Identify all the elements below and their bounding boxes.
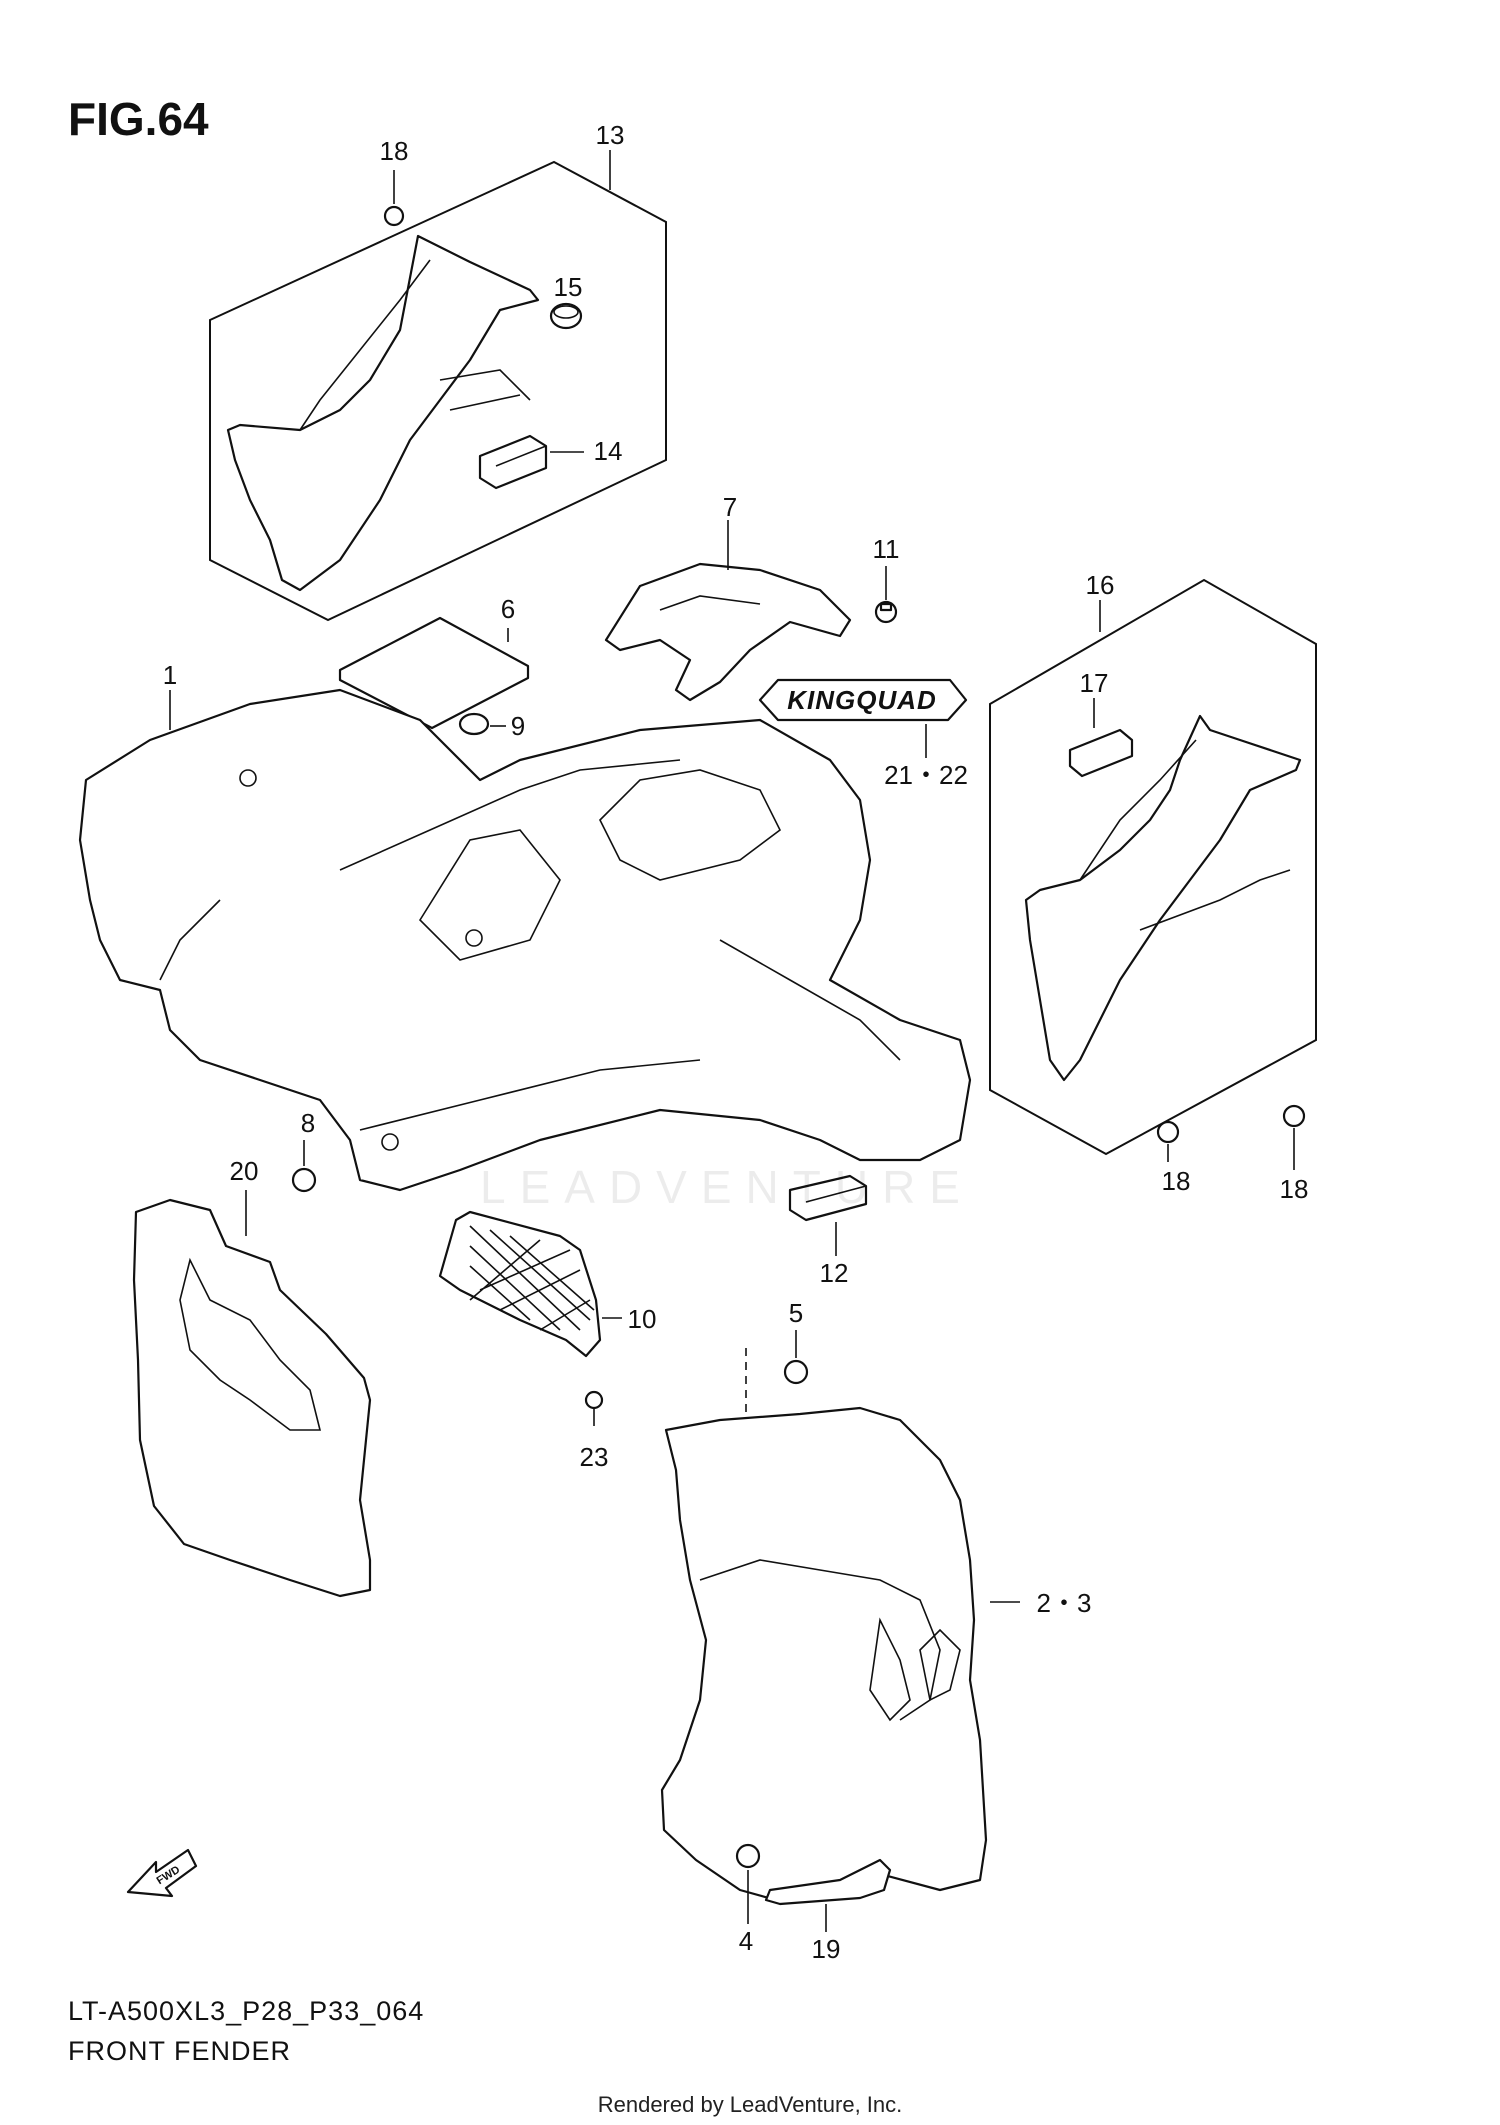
callout-1: 1	[163, 660, 177, 690]
part-11-bolt[interactable]	[874, 566, 898, 624]
watermark-text: LEADVENTURE	[480, 1161, 974, 1213]
callout-6: 6	[501, 594, 515, 624]
part-7-front-cover[interactable]	[604, 520, 852, 702]
callout-17: 17	[1080, 668, 1109, 698]
assembly-box-13	[209, 150, 667, 622]
figure-title: FIG.64	[68, 93, 209, 145]
callout-18-right: 18	[1280, 1174, 1309, 1204]
callout-21-22: 21・22	[884, 760, 968, 790]
callout-20: 20	[230, 1156, 259, 1186]
callout-5: 5	[789, 1298, 803, 1328]
callout-23: 23	[580, 1442, 609, 1472]
forward-direction-arrow-icon: FWD	[126, 1848, 198, 1898]
callout-14: 14	[594, 436, 623, 466]
part-15-grommet[interactable]	[549, 302, 583, 330]
callout-13: 13	[596, 120, 625, 150]
part-13-side-cover[interactable]	[226, 234, 540, 592]
callout-2-3: 2・3	[1037, 1588, 1092, 1618]
callout-11: 11	[873, 534, 900, 564]
part-1-front-fender[interactable]	[78, 688, 972, 1192]
footer-credit: Rendered by LeadVenture, Inc.	[597, 2092, 903, 2117]
part-9-grommet[interactable]	[458, 712, 506, 736]
part-4-bolt[interactable]	[735, 1843, 761, 1924]
callout-18-mid: 18	[1162, 1166, 1191, 1196]
part-18-clip-mid[interactable]	[1156, 1120, 1180, 1162]
part-19-pad[interactable]	[764, 1858, 892, 1932]
callout-4: 4	[739, 1926, 753, 1956]
callout-12: 12	[820, 1258, 849, 1288]
part-10-grille[interactable]	[438, 1210, 622, 1358]
part-2-3-inner-fender[interactable]	[660, 1406, 1020, 1902]
callout-8: 8	[301, 1108, 315, 1138]
part-16-side-cover[interactable]	[1024, 714, 1302, 1082]
callout-7: 7	[723, 492, 737, 522]
decal-text: KINGQUAD	[787, 685, 937, 715]
callout-18-top: 18	[380, 136, 409, 166]
callout-15: 15	[554, 272, 583, 302]
callout-9: 9	[511, 711, 525, 741]
part-6-lid[interactable]	[338, 616, 530, 730]
callout-19: 19	[812, 1934, 841, 1964]
part-23-screw[interactable]	[584, 1390, 604, 1426]
part-8-bolt[interactable]	[291, 1140, 317, 1193]
part-14-pad[interactable]	[478, 434, 584, 490]
part-17-pad[interactable]	[1068, 698, 1134, 778]
assembly-box-16	[989, 578, 1317, 1156]
part-12-pad[interactable]	[788, 1174, 868, 1256]
part-18-clip-right[interactable]	[1282, 1104, 1306, 1170]
callout-10: 10	[628, 1304, 657, 1334]
part-21-22-decal[interactable]: KINGQUAD	[758, 678, 968, 758]
part-20-shield[interactable]	[132, 1190, 372, 1598]
part-18-clip-top[interactable]	[383, 170, 405, 227]
section-name: FRONT FENDER	[68, 2036, 292, 2066]
model-code: LT-A500XL3_P28_P33_064	[68, 1996, 425, 2026]
callout-16: 16	[1086, 570, 1115, 600]
part-5-clip[interactable]	[745, 1330, 809, 1430]
